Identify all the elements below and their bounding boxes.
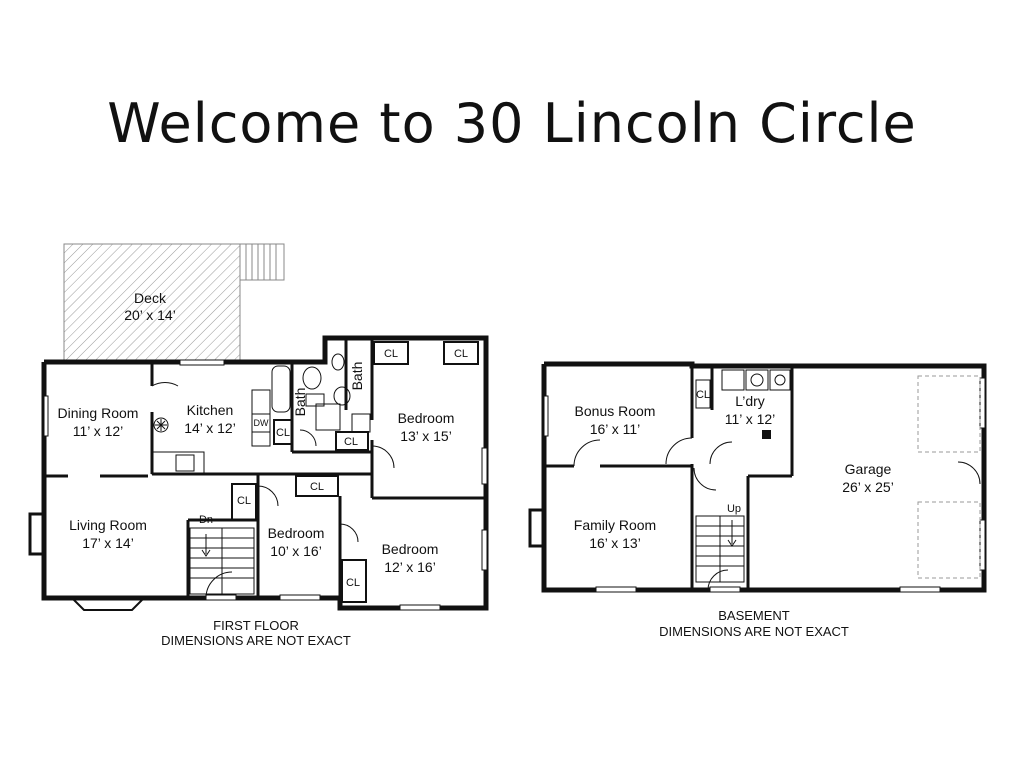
- furnace-marker: [762, 430, 771, 439]
- basement-closet-label: CL: [696, 389, 710, 401]
- family-room-name: Family Room: [574, 517, 656, 533]
- first-floor-closets: [231, 341, 479, 603]
- closet-label-1: CL: [384, 348, 398, 360]
- closet-label-2: CL: [454, 348, 468, 360]
- kitchen-name: Kitchen: [187, 402, 234, 418]
- closet-label-3: CL: [276, 427, 290, 439]
- closet-label-5: CL: [237, 495, 251, 507]
- living-room-name: Living Room: [69, 517, 147, 533]
- bay-window: [69, 597, 147, 611]
- closet-label-4: CL: [344, 436, 358, 448]
- kitchen-fixtures: [151, 389, 271, 475]
- basement-caption: BASEMENT: [718, 608, 790, 623]
- fireplace: [28, 512, 46, 556]
- basement-plan: Bonus Room 16’ x 11’ L’dry 11’ x 12’ Gar…: [528, 361, 987, 639]
- bedroom-right-name: Bedroom: [382, 541, 439, 557]
- family-room-dims: 16’ x 13’: [589, 535, 641, 551]
- bonus-room-dims: 16’ x 11’: [590, 421, 641, 437]
- basement-disclaimer: DIMENSIONS ARE NOT EXACT: [659, 624, 849, 639]
- stairs-up-label: Up: [727, 503, 741, 515]
- garage-dims: 26’ x 25’: [842, 479, 894, 495]
- basement-fireplace: [528, 508, 546, 548]
- kitchen-dims: 14’ x 12’: [184, 420, 236, 436]
- laundry-dims: 11’ x 12’: [725, 411, 776, 427]
- bedroom-right-dims: 12’ x 16’: [384, 559, 436, 575]
- first-floor-disclaimer: DIMENSIONS ARE NOT EXACT: [161, 633, 351, 648]
- deck-dims: 20’ x 14’: [124, 307, 176, 323]
- basement-doors: [573, 437, 981, 591]
- dining-room-name: Dining Room: [58, 405, 139, 421]
- bath-label-2: Bath: [349, 362, 365, 391]
- garage-doors: [917, 375, 981, 579]
- deck-name: Deck: [134, 290, 167, 306]
- deck-area: [63, 243, 241, 361]
- dishwasher-label: DW: [254, 418, 269, 428]
- first-floor-stairs: [189, 527, 255, 595]
- bonus-room-name: Bonus Room: [575, 403, 656, 419]
- first-floor-caption: FIRST FLOOR: [213, 618, 299, 633]
- living-room-dims: 17’ x 14’: [82, 535, 134, 551]
- basement-stairs: [695, 515, 745, 583]
- bedroom-mid-dims: 10’ x 16’: [270, 543, 322, 559]
- basement-windows: [543, 377, 986, 593]
- laundry-name: L’dry: [735, 393, 765, 409]
- page-title: Welcome to 30 Lincoln Circle: [107, 92, 917, 155]
- bath-label-1: Bath: [292, 388, 308, 417]
- bedroom-main-name: Bedroom: [398, 410, 455, 426]
- laundry-fixtures: [695, 369, 791, 409]
- deck-steps: [239, 243, 285, 281]
- basement-interior-walls: [544, 364, 794, 590]
- garage-name: Garage: [845, 461, 892, 477]
- bedroom-mid-name: Bedroom: [268, 525, 325, 541]
- bedroom-main-dims: 13’ x 15’: [400, 428, 452, 444]
- closet-label-6: CL: [310, 481, 324, 493]
- first-floor-plan: Deck 20’ x 14’ Dining Room 11’ x 12’ Kit…: [28, 243, 489, 648]
- stairs-down-label: Dn: [199, 514, 213, 526]
- dining-room-dims: 11’ x 12’: [73, 423, 124, 439]
- closet-label-7: CL: [346, 577, 360, 589]
